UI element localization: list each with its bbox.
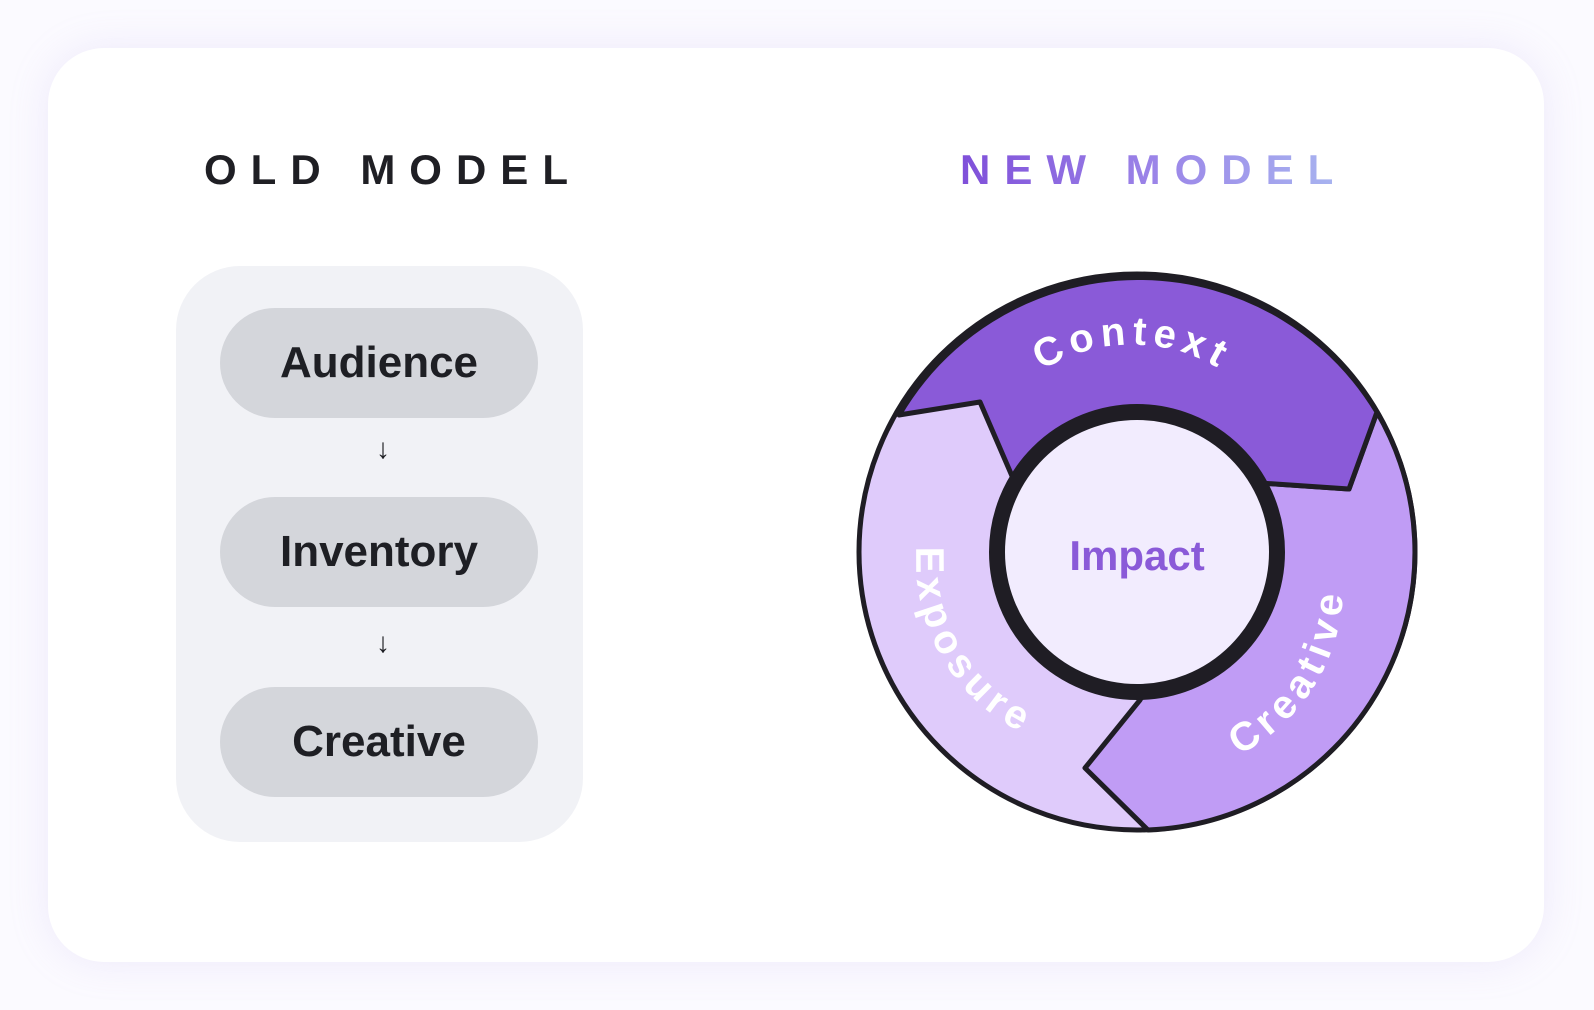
impact-label: Impact [1069, 532, 1204, 579]
audience-step: Audience [220, 308, 538, 418]
context-segment [896, 274, 1380, 492]
new-model-title: NEW MODEL [960, 146, 1348, 193]
down-arrow-icon: ↓ [376, 627, 390, 658]
down-arrow-icon: ↓ [376, 433, 390, 464]
inventory-step: Inventory [220, 497, 538, 607]
impact-center [989, 404, 1285, 700]
old-model-title: OLD MODEL [204, 146, 582, 193]
creative-step: Creative [220, 687, 538, 797]
